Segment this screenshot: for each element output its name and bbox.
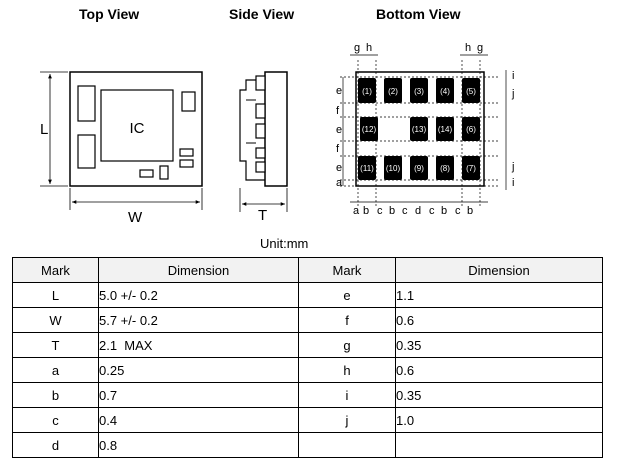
bottom-view-drawing: (1) (2) (3) (4) (5) (12) (13) (14) (6) (… xyxy=(336,42,514,217)
mark-b-3: b xyxy=(441,205,447,217)
header-dimension-2: Dimension xyxy=(395,257,603,283)
ic-label: IC xyxy=(130,120,145,137)
header-mark-2: Mark xyxy=(298,257,396,283)
top-view-drawing: IC L W xyxy=(40,71,203,226)
pad-13-label: (13) xyxy=(412,125,427,134)
dim-w-label: W xyxy=(128,209,143,226)
mark-h-top-left: h xyxy=(366,42,372,54)
pad-11-label: (11) xyxy=(360,164,374,173)
pad-6-label: (6) xyxy=(466,125,476,134)
dimension-cell: 5.7 +/- 0.2 xyxy=(98,307,299,333)
mark-g-top-left: g xyxy=(354,42,360,54)
dimension-cell: 1.1 xyxy=(395,282,603,308)
mark-a-left: a xyxy=(336,177,343,189)
dimension-cell: 0.35 xyxy=(395,382,603,408)
dimension-cell: 0.6 xyxy=(395,307,603,333)
mark-cell xyxy=(298,432,396,458)
pad-7-label: (7) xyxy=(466,164,476,173)
table-row: W 5.7 +/- 0.2 f 0.6 xyxy=(12,307,603,333)
mark-g-top-right: g xyxy=(477,42,483,54)
mark-c-1: c xyxy=(377,205,383,217)
dim-t-label: T xyxy=(258,207,267,224)
dim-l-label: L xyxy=(40,121,48,138)
table-row: a 0.25 h 0.6 xyxy=(12,357,603,383)
bottom-view-title: Bottom View xyxy=(376,6,461,22)
mark-cell: d xyxy=(12,432,99,458)
table-row: c 0.4 j 1.0 xyxy=(12,407,603,433)
mark-f-1: f xyxy=(336,105,340,117)
table-header-row: Mark Dimension Mark Dimension xyxy=(12,257,603,283)
mark-cell: b xyxy=(12,382,99,408)
dimension-cell: 2.1 MAX xyxy=(98,332,299,358)
dimension-cell: 1.0 xyxy=(395,407,603,433)
mark-a-bottom: a xyxy=(353,205,360,217)
mark-b-4: b xyxy=(467,205,473,217)
mark-cell: T xyxy=(12,332,99,358)
unit-label: Unit:mm xyxy=(260,236,309,251)
mark-c-2: c xyxy=(402,205,408,217)
mark-i-bottom: i xyxy=(512,177,514,189)
pad-9-label: (9) xyxy=(414,164,424,173)
mark-j-bottom: j xyxy=(511,161,514,173)
mark-e-2: e xyxy=(336,124,342,136)
mark-f-2: f xyxy=(336,143,340,155)
pad-3-label: (3) xyxy=(414,87,424,96)
mark-cell: c xyxy=(12,407,99,433)
dimension-cell: 0.6 xyxy=(395,357,603,383)
top-view-title: Top View xyxy=(79,6,140,22)
mark-cell: h xyxy=(298,357,396,383)
mark-e-3: e xyxy=(336,162,342,174)
mark-cell: f xyxy=(298,307,396,333)
side-view-drawing: T xyxy=(239,71,288,224)
pad-12-label: (12) xyxy=(362,125,377,134)
mark-j-top: j xyxy=(511,88,514,100)
mark-c-3: c xyxy=(429,205,435,217)
pad-2-label: (2) xyxy=(388,87,398,96)
side-view-title: Side View xyxy=(229,6,295,22)
mark-cell: j xyxy=(298,407,396,433)
dimension-table: Mark Dimension Mark Dimension L 5.0 +/- … xyxy=(12,257,603,458)
mark-cell: L xyxy=(12,282,99,308)
dimension-cell: 5.0 +/- 0.2 xyxy=(98,282,299,308)
mark-d: d xyxy=(415,205,421,217)
mark-cell: i xyxy=(298,382,396,408)
mark-e-1: e xyxy=(336,85,342,97)
dimension-cell: 0.35 xyxy=(395,332,603,358)
pad-8-label: (8) xyxy=(440,164,450,173)
pad-1-label: (1) xyxy=(362,87,372,96)
header-mark-1: Mark xyxy=(12,257,99,283)
pad-10-label: (10) xyxy=(386,164,401,173)
table-row: L 5.0 +/- 0.2 e 1.1 xyxy=(12,282,603,308)
mark-b-1: b xyxy=(363,205,369,217)
mark-cell: W xyxy=(12,307,99,333)
pad-4-label: (4) xyxy=(440,87,450,96)
dimension-cell: 0.8 xyxy=(98,432,299,458)
table-row: d 0.8 xyxy=(12,432,603,458)
pad-5-label: (5) xyxy=(466,87,476,96)
mark-cell: e xyxy=(298,282,396,308)
mark-cell: g xyxy=(298,332,396,358)
table-row: T 2.1 MAX g 0.35 xyxy=(12,332,603,358)
mark-b-2: b xyxy=(389,205,395,217)
mark-i-top: i xyxy=(512,70,514,82)
mark-h-top-right: h xyxy=(465,42,471,54)
mark-c-4: c xyxy=(455,205,461,217)
package-drawing: IC L W T xyxy=(40,42,514,226)
mark-cell: a xyxy=(12,357,99,383)
table-row: b 0.7 i 0.35 xyxy=(12,382,603,408)
dimension-cell xyxy=(395,432,603,458)
dimension-cell: 0.4 xyxy=(98,407,299,433)
pad-14-label: (14) xyxy=(438,125,453,134)
dimension-cell: 0.7 xyxy=(98,382,299,408)
dimension-cell: 0.25 xyxy=(98,357,299,383)
header-dimension-1: Dimension xyxy=(98,257,299,283)
